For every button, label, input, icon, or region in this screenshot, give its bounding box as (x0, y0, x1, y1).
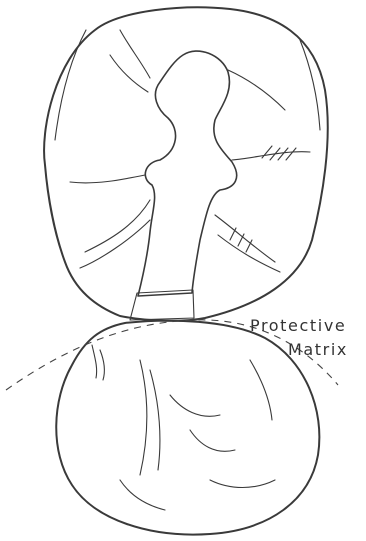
label-protective: Protective (250, 316, 346, 335)
lower-tooth-outline (56, 321, 319, 535)
cavity-preparation (138, 51, 237, 296)
upper-tooth-outline (44, 7, 328, 320)
upper-tooth-grooves (55, 30, 320, 272)
label-matrix: Matrix (288, 340, 348, 359)
lower-tooth-grooves (92, 345, 275, 510)
